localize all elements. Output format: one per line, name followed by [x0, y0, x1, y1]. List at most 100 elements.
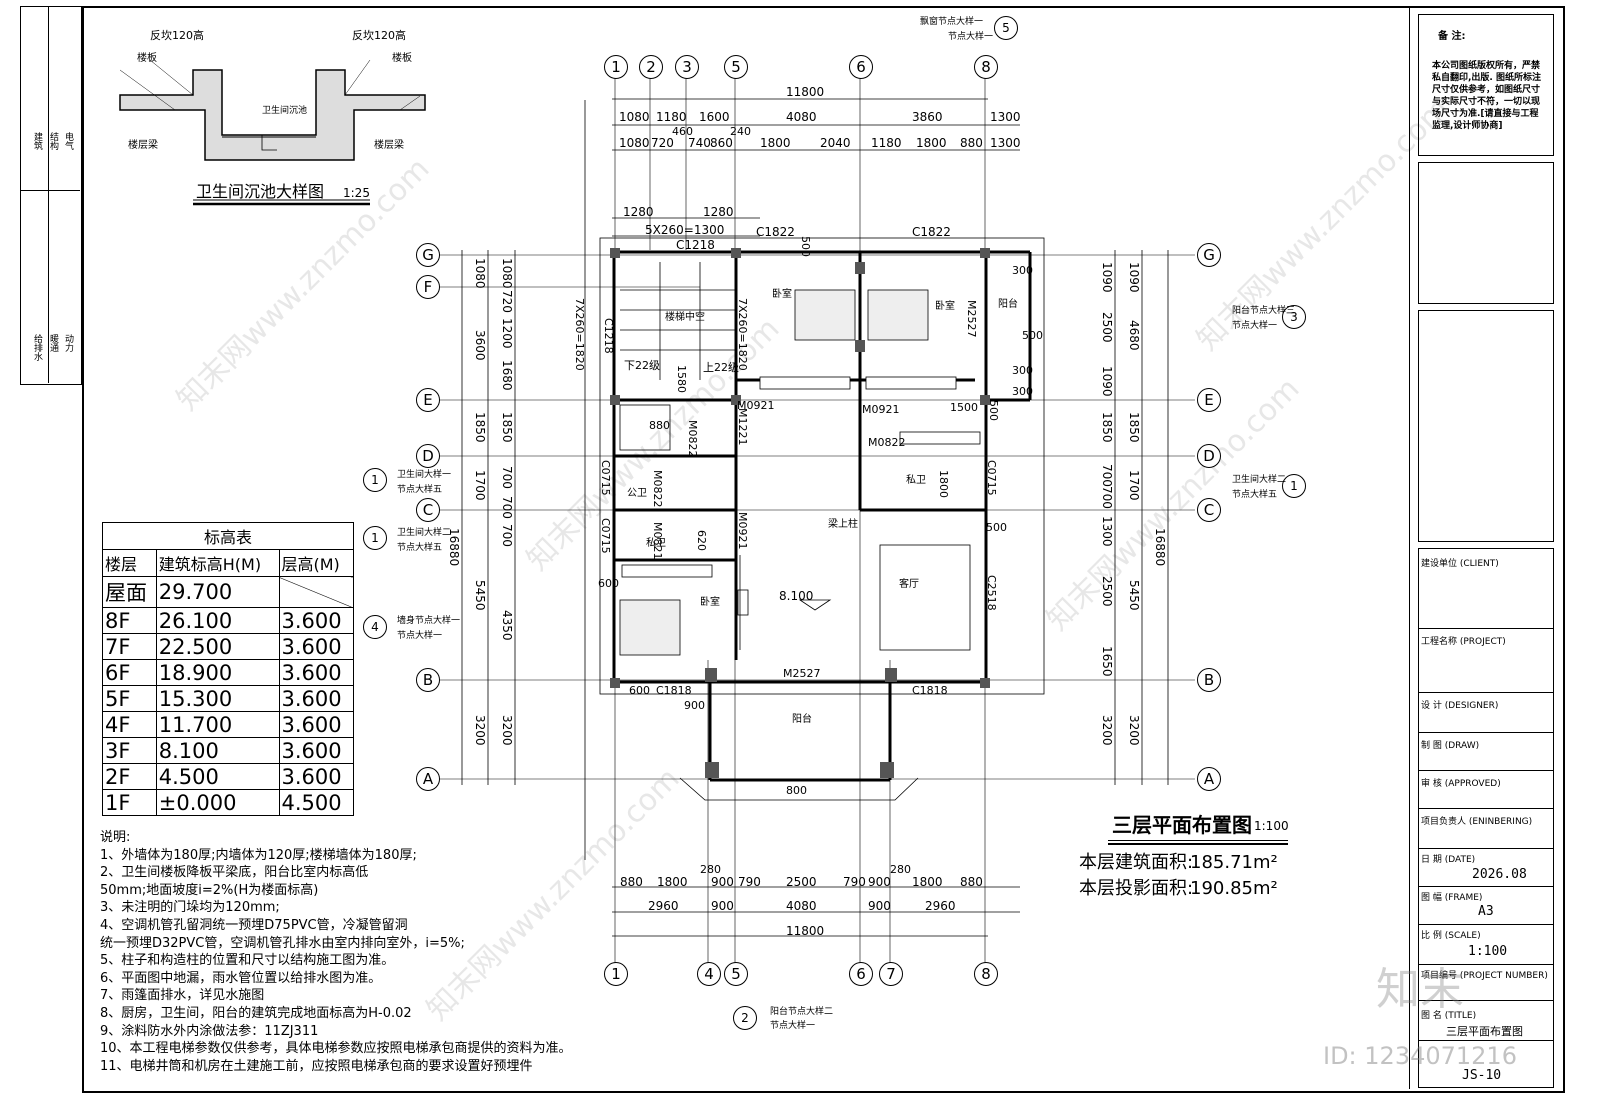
dim-left-outer: 1700: [473, 470, 487, 501]
drawing-name: 三层平面布置图: [1446, 1025, 1523, 1038]
dim-left-inner: 1200: [500, 318, 514, 349]
room-balcony-e: 阳台: [998, 299, 1018, 310]
dim-small: 300: [1012, 385, 1033, 398]
axis-right-E: E: [1197, 388, 1221, 412]
elev-cell: 3.600: [278, 685, 354, 712]
dim-bottom-r1: 790: [843, 875, 866, 889]
note-line: 7、雨篷面排水，详见水施图: [100, 988, 265, 1004]
elev-cell: 6F: [102, 659, 157, 686]
dim-right-outer: 1700: [1127, 470, 1141, 501]
elev-header: 楼层: [102, 549, 157, 577]
dim-left-inner: 4350: [500, 610, 514, 641]
callout-line1: 卫生间大样一: [397, 470, 452, 480]
walls: [612, 250, 1032, 782]
dim-bottom-r1: 1800: [657, 875, 688, 889]
dim-top-total: 11800: [786, 85, 825, 99]
elev-cell: 4.500: [155, 763, 280, 790]
window-tag: C1818: [912, 684, 948, 697]
dim-top-misc: C1218: [676, 238, 715, 252]
dim-left-inner: 700: [500, 466, 514, 489]
stair-up-label: 上22级: [703, 361, 739, 374]
door-tag: M2527: [965, 300, 978, 338]
dim-small: 620: [695, 530, 708, 551]
dim-small: 1800: [937, 470, 950, 498]
axis-left-G: G: [416, 243, 440, 267]
elev-cell: 3F: [102, 737, 157, 764]
detail-scale: 1:25: [343, 186, 370, 200]
dim-bottom-r1: 900: [711, 875, 734, 889]
callout-line2: 节点大样一: [770, 1021, 816, 1031]
dim-small: 900: [684, 699, 705, 712]
dim-right-inner: 700: [1100, 486, 1114, 509]
elev-cell: 1F: [102, 789, 157, 816]
window-tag: C0715: [599, 460, 612, 496]
elev-cell: 3.600: [278, 711, 354, 738]
dim-top-r2: 1180: [871, 136, 902, 150]
left-binding-strip: [20, 6, 82, 385]
axis-bottom-1: 1: [604, 962, 628, 986]
dim-top-r1: 1080: [619, 110, 650, 124]
dim-left-outer: 1850: [473, 412, 487, 443]
dim-left-inner: 1850: [500, 412, 514, 443]
engineer-label: 项目负责人 (ENINBERING): [1421, 817, 1533, 827]
callout-line1: 飘窗节点大样一: [920, 17, 984, 27]
room-private-wc: 私卫: [646, 538, 666, 549]
dim-left-inner: 700: [500, 524, 514, 547]
scale-label: 比 例 (SCALE): [1421, 931, 1481, 941]
callout-line1: 阳台节点大样三: [1232, 306, 1296, 316]
elev-cell: 8F: [102, 607, 157, 634]
dim-bottom-misc: 800: [786, 784, 807, 797]
dim-left-inner: 720: [500, 290, 514, 313]
door-tag: M0921: [737, 399, 775, 412]
room-stair-void: 楼梯中空: [665, 312, 705, 323]
dim-top-misc: 1280: [703, 205, 734, 219]
dim-small: 300: [1012, 364, 1033, 377]
axis-right-C: C: [1197, 498, 1221, 522]
axis-left-B: B: [416, 668, 440, 692]
axis-bottom-5: 5: [724, 962, 748, 986]
dim-top-r2: 1800: [760, 136, 791, 150]
elev-cell: 18.900: [155, 659, 280, 686]
axis-bottom-7: 7: [879, 962, 903, 986]
dim-left-inner: 1080: [500, 258, 514, 289]
dim-top-misc: 1280: [623, 205, 654, 219]
door-tag: M0822: [651, 470, 664, 508]
elev-cell: 4F: [102, 711, 157, 738]
note-line: 5、柱子和构造柱的位置和尺寸以结构施工图为准。: [100, 953, 395, 969]
dim-bottom-r2: 900: [711, 899, 734, 913]
callout-bubble: 4: [363, 615, 387, 639]
room-bedroom-ne: 卧室: [935, 301, 955, 312]
note-line: 9、涂料防水外内涂做法参：11ZJ311: [100, 1023, 319, 1039]
draw-label: 制 图 (DRAW): [1421, 741, 1480, 751]
note-line: 2、卫生间楼板降板平梁底，阳台比室内标高低: [100, 865, 369, 881]
dim-top-r2: 1080: [619, 136, 650, 150]
elev-cell: 15.300: [155, 685, 280, 712]
elev-cell: 4.500: [278, 789, 354, 816]
dim-left-inner: 3200: [500, 715, 514, 746]
elev-cell: 3.600: [278, 763, 354, 790]
client-label: 建设单位 (CLIENT): [1421, 559, 1499, 569]
id-watermark: ID: 1234071216: [1323, 1042, 1517, 1070]
callout-bubble: 1: [1282, 474, 1306, 498]
dim-top-r2: 1800: [916, 136, 947, 150]
dim-bottom-r1: 880: [960, 875, 983, 889]
dim-right-total: 16880: [1153, 528, 1167, 567]
axis-top-3: 3: [675, 55, 699, 79]
dim-bottom-r1: 790: [738, 875, 761, 889]
strip-label-water: 给排水: [32, 334, 42, 361]
dim-left-inner: 700: [500, 496, 514, 519]
door-tag: M0822: [868, 436, 906, 449]
note-line: 6、平面图中地漏，雨水管位置以给排水图为准。: [100, 970, 382, 986]
dim-right-outer: 1090: [1127, 262, 1141, 293]
door-tag: M1221: [736, 408, 749, 446]
date-value: 2026.08: [1472, 867, 1527, 882]
dim-small: 600: [598, 577, 619, 590]
dim-right-outer: 3200: [1127, 715, 1141, 746]
stair-down-label: 下22级: [624, 359, 660, 372]
room-bedroom-nw: 卧室: [772, 289, 792, 300]
area-value-2: 190.85m²: [1190, 878, 1278, 899]
bottom-dimensions: [612, 886, 1020, 937]
dim-bottom-r1: 900: [868, 875, 891, 889]
elev-cell: 3.600: [278, 659, 354, 686]
